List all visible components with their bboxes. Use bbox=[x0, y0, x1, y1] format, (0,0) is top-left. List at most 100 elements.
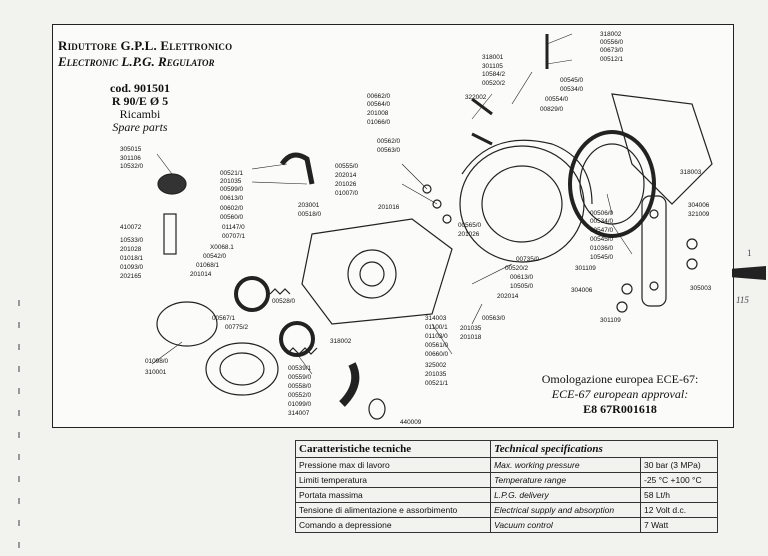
part-label: 201035 bbox=[460, 325, 482, 332]
spec-value: -25 °C +100 °C bbox=[640, 472, 718, 488]
spec-value: 12 Volt d.c. bbox=[640, 502, 718, 518]
part-label: 01098/0 bbox=[145, 358, 169, 365]
part-label: 00545/0 bbox=[560, 77, 584, 84]
part-label: 00552/0 bbox=[288, 392, 312, 399]
part-label: 00520/2 bbox=[482, 80, 506, 87]
part-label: 318002 bbox=[600, 31, 622, 38]
homologation-block: Omologazione europea ECE-67: ECE-67 euro… bbox=[520, 372, 720, 417]
part-label: 201026 bbox=[458, 231, 480, 238]
part-label: 201026 bbox=[335, 181, 357, 188]
part-label: 301109 bbox=[600, 317, 621, 324]
filter-housing-shape bbox=[156, 301, 218, 347]
spec-italian: Pressione max di lavoro bbox=[294, 457, 492, 473]
part-label: 00555/0 bbox=[335, 163, 359, 170]
part-label: 10533/0 bbox=[120, 237, 144, 244]
top-cover-shape bbox=[611, 93, 713, 205]
part-label: 301105 bbox=[482, 63, 503, 70]
table-row: Pressione max di lavoro Max. working pre… bbox=[294, 457, 718, 473]
part-label: 318001 bbox=[482, 54, 504, 61]
spec-value: 58 Lt/h bbox=[640, 487, 718, 503]
product-code-block: cod. 901501 R 90/E Ø 5 Ricambi Spare par… bbox=[110, 82, 170, 134]
part-label: 01036/0 bbox=[590, 245, 614, 252]
part-label: 00539/1 bbox=[288, 365, 312, 372]
part-label: 01066/0 bbox=[367, 119, 391, 126]
part-label: 301109 bbox=[575, 265, 596, 272]
part-label: 202014 bbox=[497, 293, 519, 300]
part-label: 318002 bbox=[330, 338, 352, 345]
part-label: 00563/0 bbox=[377, 147, 401, 154]
part-label: 00518/0 bbox=[298, 211, 322, 218]
part-label: 01093/0 bbox=[120, 264, 144, 271]
part-label: 00562/0 bbox=[377, 138, 401, 145]
ricambi-label: Ricambi bbox=[119, 107, 161, 121]
diagram-frame bbox=[52, 24, 734, 428]
table-row: Limiti temperatura Temperature range -25… bbox=[294, 472, 718, 488]
part-label: 00558/0 bbox=[288, 383, 312, 390]
product-code: cod. 901501 bbox=[110, 81, 170, 95]
spec-english: Vacuum control bbox=[490, 517, 641, 533]
part-label: 321009 bbox=[688, 211, 710, 218]
part-label: 304006 bbox=[571, 287, 593, 294]
part-label: 00556/0 bbox=[600, 39, 624, 46]
exploded-parts-diagram bbox=[151, 33, 713, 420]
page-edge-marks bbox=[18, 300, 20, 550]
part-label: 00547/0 bbox=[590, 227, 614, 234]
part-label: 301106 bbox=[120, 155, 141, 162]
brand-logo bbox=[732, 266, 766, 280]
central-body-shape bbox=[301, 218, 453, 325]
part-label: 00613/0 bbox=[510, 274, 534, 281]
part-label: 01099/0 bbox=[288, 401, 312, 408]
part-label: 440009 bbox=[400, 419, 422, 426]
part-label: 00545/0 bbox=[590, 236, 614, 243]
part-label: 201035 bbox=[425, 371, 447, 378]
part-label: 202165 bbox=[120, 273, 142, 280]
spare-parts-label: Spare parts bbox=[112, 120, 168, 134]
title-italian: Riduttore G.P.L. Elettronico bbox=[58, 38, 233, 53]
part-label: 00707/1 bbox=[222, 233, 246, 240]
title-english: Electronic L.P.G. Regulator bbox=[58, 54, 215, 69]
header-italian: Caratteristiche tecniche bbox=[294, 440, 492, 458]
spec-english: Max. working pressure bbox=[490, 457, 641, 473]
part-label: 00563/0 bbox=[482, 315, 506, 322]
part-label: 10532/0 bbox=[120, 163, 144, 170]
part-label: 318003 bbox=[680, 169, 702, 176]
part-label: 201018 bbox=[460, 334, 482, 341]
part-label: 00567/1 bbox=[212, 315, 236, 322]
specifications-table: Caratteristiche tecniche Technical speci… bbox=[294, 440, 718, 533]
part-label: 202014 bbox=[335, 172, 357, 179]
part-label: 00542/0 bbox=[203, 253, 227, 260]
part-label: 201014 bbox=[190, 271, 212, 278]
part-label: 201035 bbox=[220, 178, 242, 185]
part-label: 304006 bbox=[688, 202, 710, 209]
part-label: 00559/0 bbox=[288, 374, 312, 381]
part-label: 00662/0 bbox=[367, 93, 391, 100]
part-label: 00560/0 bbox=[220, 214, 244, 221]
part-label: 00775/2 bbox=[225, 324, 249, 331]
part-label: 00599/0 bbox=[220, 186, 244, 193]
plug-shape bbox=[368, 398, 386, 420]
part-label: 305003 bbox=[690, 285, 712, 292]
homologation-number: E8 67R001618 bbox=[583, 402, 657, 416]
margin-marker: 1 bbox=[747, 248, 752, 258]
part-label: 00534/0 bbox=[590, 218, 614, 225]
spec-value: 30 bar (3 MPa) bbox=[640, 457, 718, 473]
outlet-elbow-shape bbox=[279, 152, 315, 185]
part-label: 00735/0 bbox=[516, 256, 540, 263]
page-number: 115 bbox=[736, 295, 749, 305]
spec-italian: Comando a depressione bbox=[294, 517, 492, 533]
part-label: 01103/0 bbox=[425, 333, 448, 340]
part-label: 00564/0 bbox=[367, 101, 391, 108]
part-label: 00534/0 bbox=[560, 86, 584, 93]
part-label: 00673/0 bbox=[600, 47, 624, 54]
part-label: 410072 bbox=[120, 224, 142, 231]
homologation-italian: Omologazione europea ECE-67: bbox=[541, 372, 699, 386]
part-label: 310001 bbox=[145, 369, 167, 376]
part-label: 00829/0 bbox=[540, 106, 564, 113]
spec-english: L.P.G. delivery bbox=[490, 487, 641, 503]
part-label: 314003 bbox=[425, 315, 447, 322]
part-label: 00613/0 bbox=[220, 195, 244, 202]
part-label: 00521/1 bbox=[220, 170, 244, 177]
regulator-body-shape bbox=[459, 145, 585, 263]
table-row: Comando a depressione Vacuum control 7 W… bbox=[294, 517, 718, 533]
spec-value: 7 Watt bbox=[640, 517, 718, 533]
